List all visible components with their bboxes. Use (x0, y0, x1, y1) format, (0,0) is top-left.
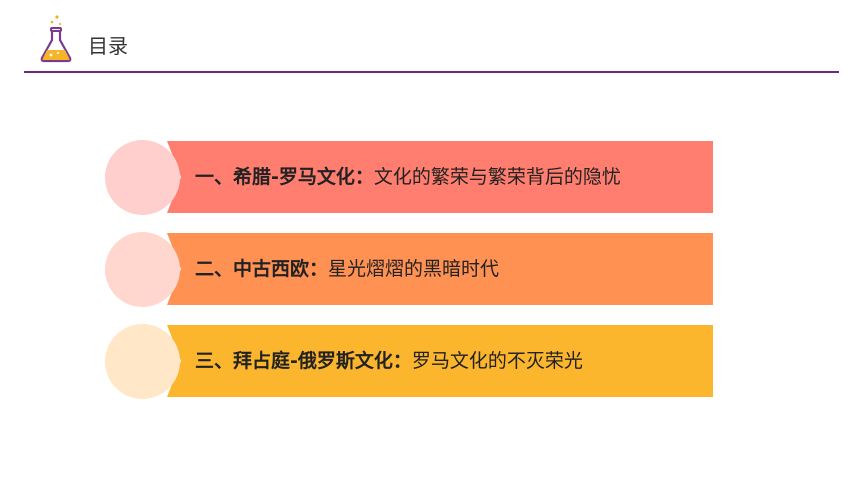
toc-item-circle (105, 324, 180, 399)
toc-item-circle (105, 140, 180, 215)
toc-item-label: 一、希腊-罗马文化： (195, 166, 374, 188)
toc-item-circle (105, 232, 180, 307)
toc-item-description: 星光熠熠的黑暗时代 (328, 258, 500, 280)
header: 目录 (0, 0, 860, 74)
toc-item-description: 罗马文化的不灭荣光 (411, 350, 583, 372)
toc-item-bar (167, 141, 713, 213)
toc-item-bar (167, 325, 713, 397)
toc-item-bar (167, 233, 713, 305)
header-divider (24, 71, 839, 73)
toc-item-1[interactable]: 一、希腊-罗马文化：文化的繁荣与繁荣背后的隐忧 (105, 140, 713, 215)
page-title: 目录 (88, 34, 128, 58)
toc-item-label: 三、拜占庭-俄罗斯文化： (195, 350, 412, 372)
toc-item-2[interactable]: 二、中古西欧：星光熠熠的黑暗时代 (105, 232, 713, 307)
toc-item-text: 一、希腊-罗马文化：文化的繁荣与繁荣背后的隐忧 (195, 140, 621, 215)
flask-icon (40, 15, 72, 63)
toc-item-text: 三、拜占庭-俄罗斯文化：罗马文化的不灭荣光 (195, 324, 583, 399)
toc-item-text: 二、中古西欧：星光熠熠的黑暗时代 (195, 232, 499, 307)
toc-item-description: 文化的繁荣与繁荣背后的隐忧 (373, 166, 621, 188)
toc-item-label: 二、中古西欧： (195, 258, 329, 280)
toc-item-3[interactable]: 三、拜占庭-俄罗斯文化：罗马文化的不灭荣光 (105, 324, 713, 399)
